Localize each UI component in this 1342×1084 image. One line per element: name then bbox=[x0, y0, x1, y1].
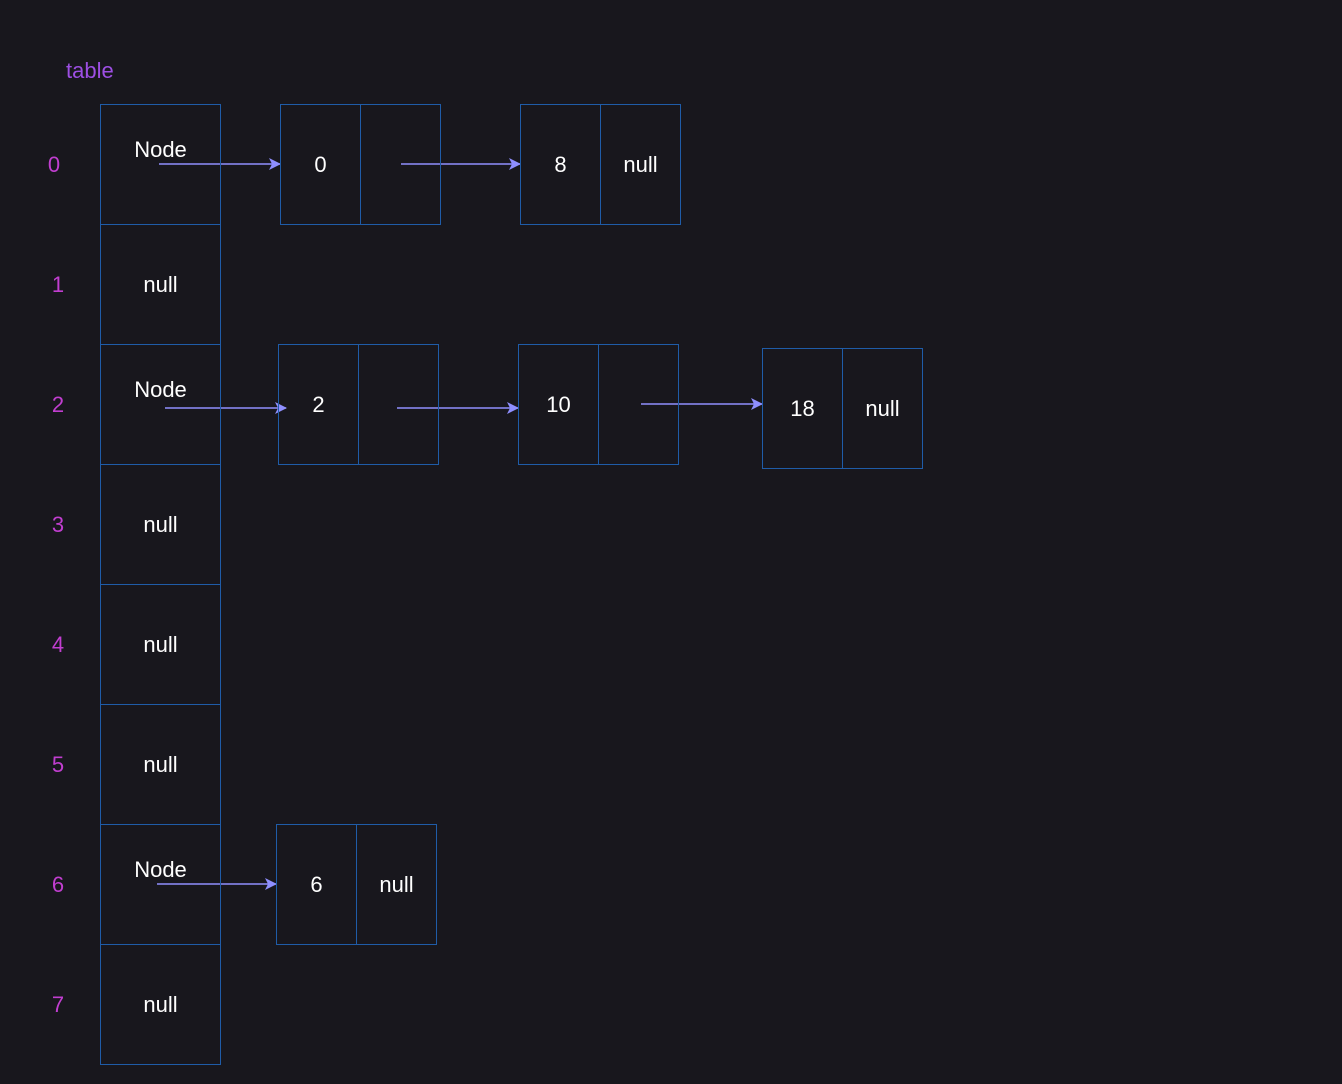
node-key-6: 6 bbox=[276, 824, 357, 945]
index-label-3: 3 bbox=[51, 512, 65, 537]
table-slot-4: null bbox=[100, 584, 221, 705]
node-next-8: null bbox=[600, 104, 681, 225]
node-next-6: null bbox=[356, 824, 437, 945]
index-label-1: 1 bbox=[51, 272, 65, 297]
node-next-18: null bbox=[842, 348, 923, 469]
index-label-0: 0 bbox=[47, 152, 61, 177]
table-slot-2: Node bbox=[100, 344, 221, 465]
node-key-10: 10 bbox=[518, 344, 599, 465]
node-key-0: 0 bbox=[280, 104, 361, 225]
index-label-4: 4 bbox=[51, 632, 65, 657]
table-slot-0: Node bbox=[100, 104, 221, 225]
table-slot-1: null bbox=[100, 224, 221, 345]
index-label-2: 2 bbox=[51, 392, 65, 417]
table-slot-5: null bbox=[100, 704, 221, 825]
table-slot-6: Node bbox=[100, 824, 221, 945]
table-slot-3: null bbox=[100, 464, 221, 585]
node-next-10 bbox=[598, 344, 679, 465]
index-label-7: 7 bbox=[51, 992, 65, 1017]
node-key-18: 18 bbox=[762, 348, 843, 469]
node-key-2: 2 bbox=[278, 344, 359, 465]
node-next-0 bbox=[360, 104, 441, 225]
node-key-8: 8 bbox=[520, 104, 601, 225]
node-next-2 bbox=[358, 344, 439, 465]
table-slot-7: null bbox=[100, 944, 221, 1065]
table-title: table bbox=[66, 58, 114, 83]
index-label-5: 5 bbox=[51, 752, 65, 777]
index-label-6: 6 bbox=[51, 872, 65, 897]
